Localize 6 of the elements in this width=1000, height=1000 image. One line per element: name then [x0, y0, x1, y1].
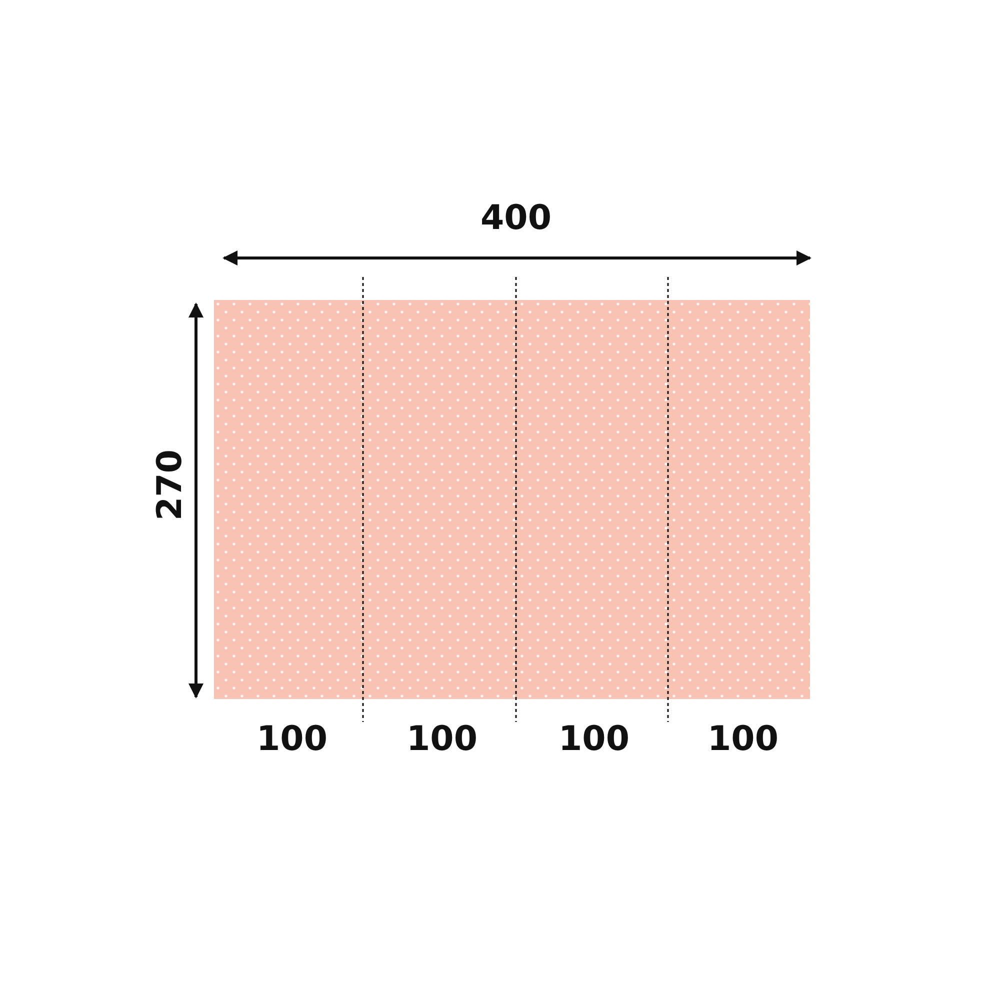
dimension-label: 100: [256, 722, 328, 756]
dimension-label: 100: [406, 722, 478, 756]
dimension-label: 100: [558, 722, 630, 756]
dimension-label: 400: [480, 201, 552, 235]
dimension-label: 100: [708, 722, 778, 756]
dimension-label: 270: [153, 450, 187, 520]
